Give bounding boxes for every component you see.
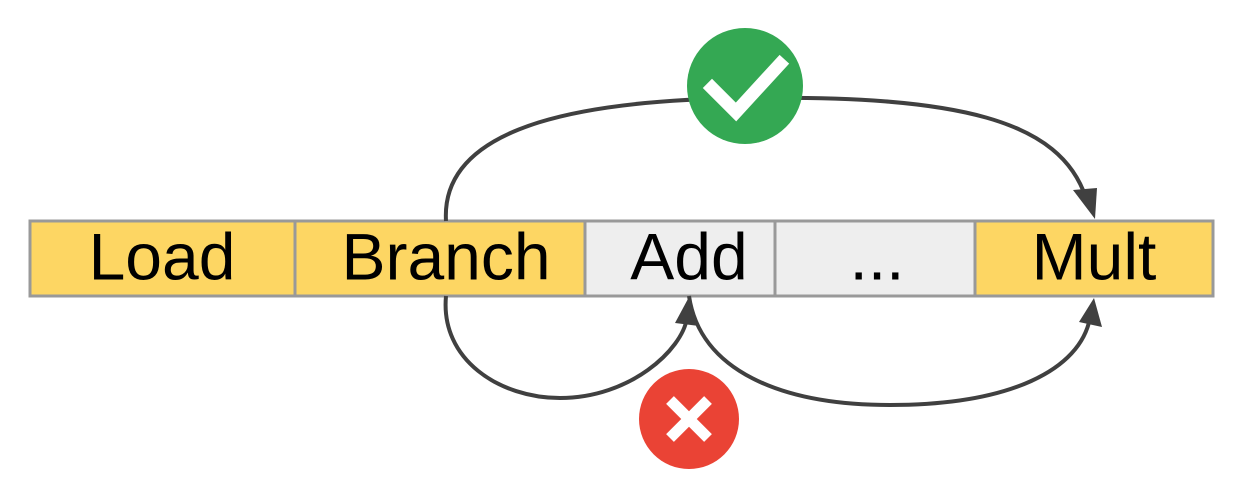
cell-load <box>28 219 297 298</box>
cell-branch-label: Branch <box>341 219 550 293</box>
arrowhead-mult-top <box>1073 188 1097 219</box>
cell-add-label: Add <box>630 219 747 293</box>
cell-load-label: Load <box>89 219 236 293</box>
cell-mult <box>973 219 1215 298</box>
check-icon <box>687 28 803 144</box>
arc-add-to-mult <box>687 295 1092 408</box>
cell-add <box>583 219 777 298</box>
cell-branch <box>293 219 587 298</box>
arrowhead-mult-bottom <box>1079 298 1102 327</box>
instruction-strip: Load Branch Add ... Mult <box>28 219 1215 298</box>
arc-branch-to-add <box>443 295 689 401</box>
cross-icon <box>639 369 739 469</box>
cell-mult-label: Mult <box>1032 219 1157 293</box>
cell-ellipsis-label: ... <box>849 219 904 293</box>
